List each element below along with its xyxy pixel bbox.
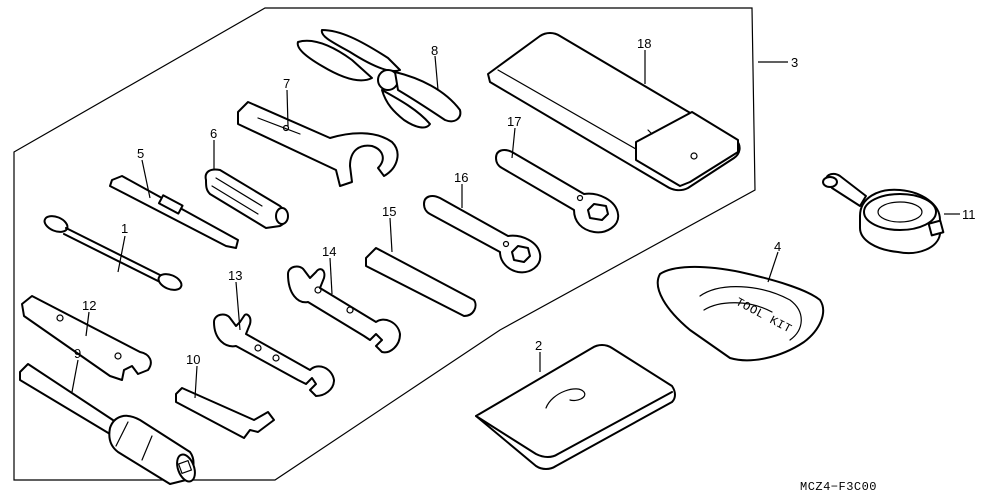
callout-6: 6 — [210, 126, 217, 141]
leader-lines — [71, 50, 960, 399]
hook-spanner-tool — [237, 101, 399, 187]
callout-13: 13 — [228, 268, 242, 283]
document-case — [475, 344, 676, 470]
callout-17: 17 — [507, 114, 521, 129]
flat-bar-tool — [365, 247, 477, 317]
pliers-tool — [296, 29, 462, 129]
kit-boundary — [13, 7, 756, 481]
callout-11: 11 — [962, 207, 976, 222]
open-end-wrench-a-tool — [213, 313, 335, 397]
tool-pouch: TOOL KIT — [656, 265, 825, 362]
callout-12: 12 — [82, 298, 96, 313]
callout-2: 2 — [535, 338, 542, 353]
callout-8: 8 — [431, 43, 438, 58]
callout-9: 9 — [74, 346, 81, 361]
oil-filter-wrench-tool — [822, 172, 945, 254]
flat-wrench-tool — [21, 295, 152, 381]
callout-5: 5 — [137, 146, 144, 161]
screwdriver-bit-tool — [109, 175, 239, 249]
callout-7: 7 — [283, 76, 290, 91]
callout-4: 4 — [774, 239, 781, 254]
open-end-wrench-b-tool — [287, 265, 401, 354]
callout-14: 14 — [322, 244, 336, 259]
callout-3: 3 — [791, 55, 798, 70]
callout-1: 1 — [121, 221, 128, 236]
hex-key-tool — [175, 387, 275, 439]
box-wrench-a-tool — [423, 195, 542, 274]
tool-roll-bag — [487, 32, 741, 192]
callout-10: 10 — [186, 352, 200, 367]
callout-18: 18 — [637, 36, 651, 51]
box-wrench-b-tool — [495, 149, 620, 234]
callout-16: 16 — [454, 170, 468, 185]
rod-wrench-tool — [43, 215, 183, 291]
plug-wrench-tool — [19, 363, 196, 485]
diagram-code: MCZ4−F3C00 — [800, 480, 877, 494]
callouts: 1 2 3 4 5 6 7 8 9 10 11 12 13 14 15 16 1… — [74, 36, 976, 367]
screwdriver-handle-tool — [204, 168, 289, 229]
callout-15: 15 — [382, 204, 396, 219]
